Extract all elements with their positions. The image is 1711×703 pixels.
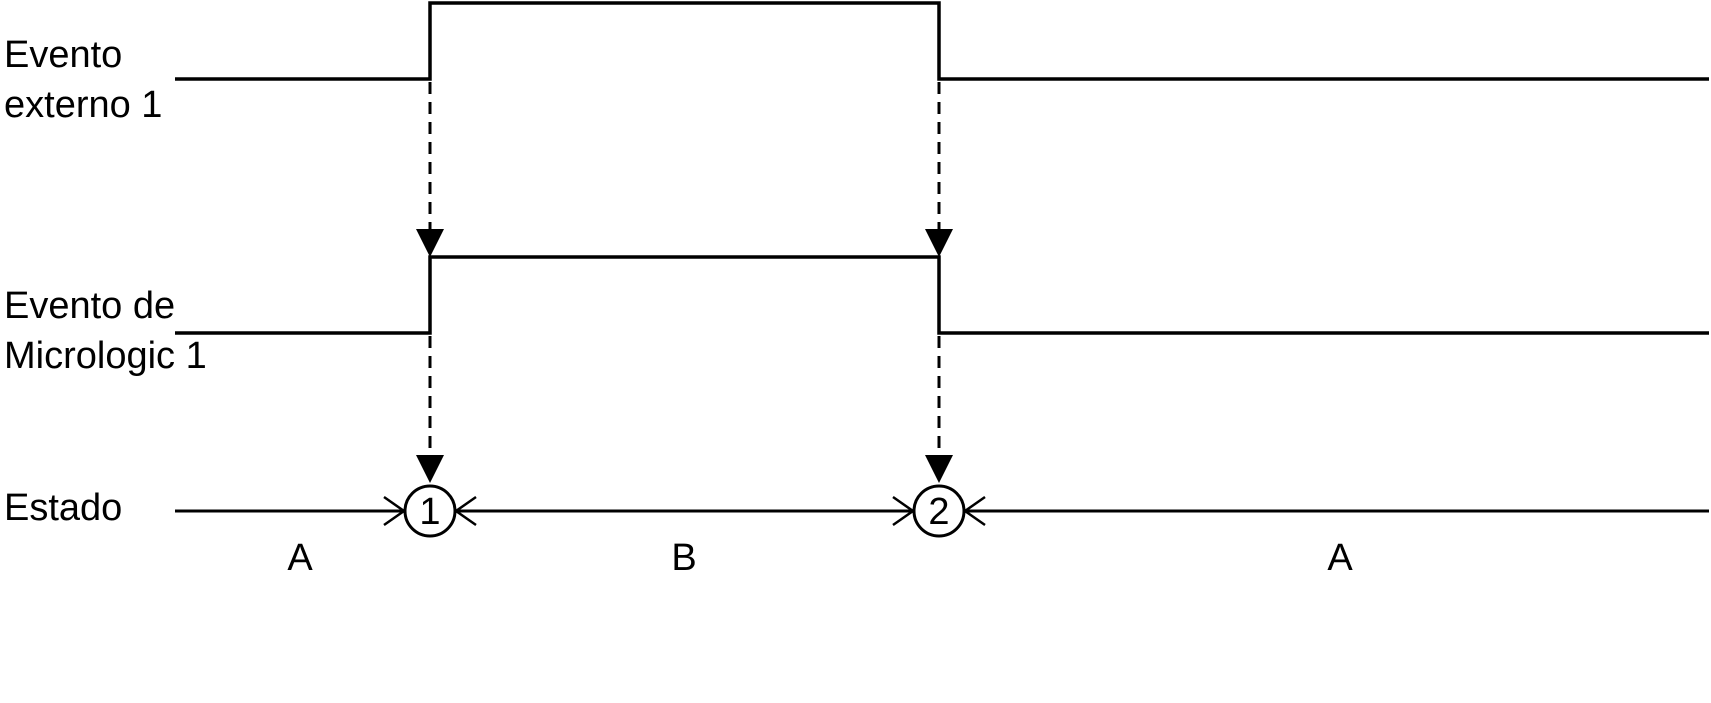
state-segment-label-a-initial: A (287, 537, 313, 579)
external-event-waveform (175, 1, 1709, 81)
state-change-marker-2-label: 2 (928, 491, 949, 533)
state-segment-label-b: B (671, 537, 696, 579)
propagation-arrowhead-2-upper (925, 229, 953, 257)
signal-label-external-event-line2: externo 1 (4, 84, 162, 126)
signal-label-external-event-line1: Evento (4, 34, 122, 76)
propagation-arrowhead-2-lower (925, 455, 953, 483)
micrologic-event-waveform (175, 255, 1709, 335)
state-change-marker-1-label: 1 (419, 491, 440, 533)
signal-label-micrologic-event-line1: Evento de (4, 285, 175, 327)
state-change-marker-1 (403, 484, 457, 538)
state-change-marker-2 (912, 484, 966, 538)
signal-label-state: Estado (4, 487, 122, 529)
state-segment-label-a-final: A (1327, 537, 1353, 579)
propagation-arrowhead-1-upper (416, 229, 444, 257)
signal-label-micrologic-event-line2: Micrologic 1 (4, 335, 207, 377)
propagation-arrowhead-1-lower (416, 455, 444, 483)
